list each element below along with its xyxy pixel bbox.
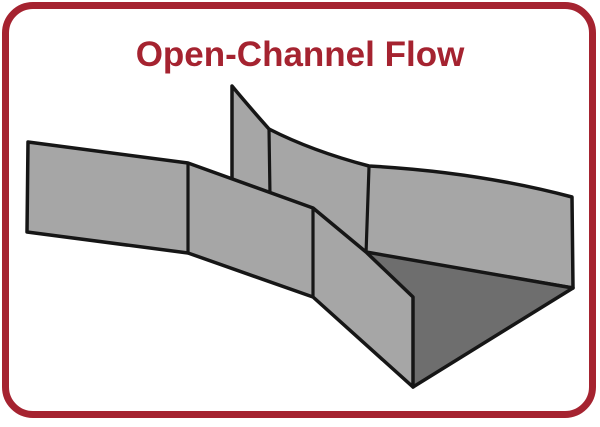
far-wall-seam-right (364, 165, 371, 256)
near-wall-shape (25, 140, 415, 389)
figure-title: Open-Channel Flow (135, 35, 465, 74)
far-wall-seam-left (267, 127, 272, 198)
